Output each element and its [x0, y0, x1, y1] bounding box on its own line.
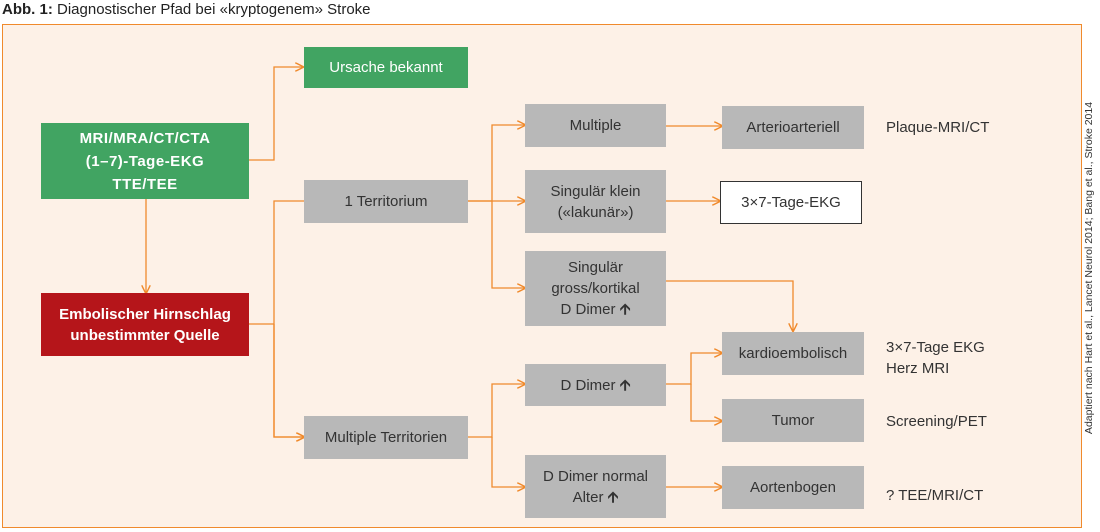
figure-caption: Abb. 1: Diagnostischer Pfad bei «kryptog…: [2, 1, 371, 18]
tumor-box: Tumor: [722, 399, 864, 442]
note-screening: Screening/PET: [886, 413, 987, 430]
d-dimer-normal-line-1: D Dimer normal: [542, 467, 648, 485]
esus-line-2: unbestimmter Quelle: [70, 326, 220, 344]
connector-esus-territories: [249, 200, 304, 437]
arterioarterial-box: Arterioarteriell: [722, 106, 864, 149]
singular-large-line-2: gross/kortikal: [551, 280, 640, 297]
singular-small-line-2: («lakunär»): [557, 203, 634, 221]
d-dimer-normal-box: D Dimer normal Alter 🡩: [525, 455, 666, 518]
singular-large-line-1: Singulär: [567, 259, 624, 276]
caption-label: Abb. 1:: [2, 1, 53, 18]
multiple-territories-box: Multiple Territorien: [304, 416, 468, 459]
connector-multi-ddimer: [468, 384, 525, 438]
connector-multi-normal: [491, 437, 525, 487]
source-credit: Adaptiert nach Hart et al., Lancet Neuro…: [1083, 101, 1095, 435]
singular-large-box: Singulär gross/kortikal D Dimer 🡩: [525, 251, 666, 326]
aortic-arch-box: Aortenbogen: [722, 466, 864, 509]
connector-imaging-cause: [249, 67, 303, 161]
multiple-box: Multiple: [525, 104, 666, 147]
connector-territory-branches: [468, 125, 525, 202]
d-dimer-up-box: D Dimer 🡩: [525, 364, 666, 406]
ecg-box: 3×7-Tage-EKG: [720, 181, 862, 224]
imaging-line-2: (1–7)-Tage-EKG: [85, 152, 205, 170]
singular-large-ddimer: D Dimer: [560, 301, 616, 318]
connector-territory-large: [491, 201, 525, 288]
cause-known-box: Ursache bekannt: [304, 47, 468, 88]
note-cardio: 3×7-Tage EKG Herz MRI: [886, 337, 985, 379]
imaging-line-3: TTE/TEE: [112, 175, 178, 193]
note-aortic: ? TEE/MRI/CT: [886, 487, 984, 504]
singular-large-line-3: D Dimer 🡩: [561, 299, 631, 320]
connector-esus-multi: [273, 324, 304, 437]
age-label: Alter: [572, 488, 604, 506]
imaging-box: MRI/MRA/CT/CTA (1–7)-Tage-EKG TTE/TEE: [41, 123, 249, 199]
singular-small-box: Singulär klein («lakunär»): [525, 170, 666, 233]
cardioembolic-box: kardioembolisch: [722, 332, 864, 375]
arrow-up-icon: 🡩: [607, 488, 619, 506]
one-territory-box: 1 Territorium: [304, 180, 468, 223]
esus-box: Embolischer Hirnschlag unbestimmter Quel…: [41, 293, 249, 356]
note-cardio-line-1: 3×7-Tage EKG: [886, 339, 985, 356]
caption-text: Diagnostischer Pfad bei «kryptogenem» St…: [57, 1, 371, 18]
connector-ddimer-cardio: [666, 353, 722, 385]
singular-small-line-1: Singulär klein: [550, 182, 641, 200]
esus-line-1: Embolischer Hirnschlag: [59, 305, 231, 323]
connector-large-cardio: [666, 280, 793, 331]
connector-ddimer-tumor: [690, 384, 722, 421]
arrow-up-icon: 🡩: [619, 376, 631, 394]
imaging-line-1: MRI/MRA/CT/CTA: [79, 129, 211, 147]
note-plaque: Plaque-MRI/CT: [886, 119, 990, 136]
arrow-up-icon: 🡩: [619, 301, 631, 318]
d-dimer-up-label: D Dimer: [560, 376, 616, 394]
d-dimer-normal-line-2: Alter 🡩: [573, 487, 619, 508]
note-cardio-line-2: Herz MRI: [886, 360, 950, 377]
